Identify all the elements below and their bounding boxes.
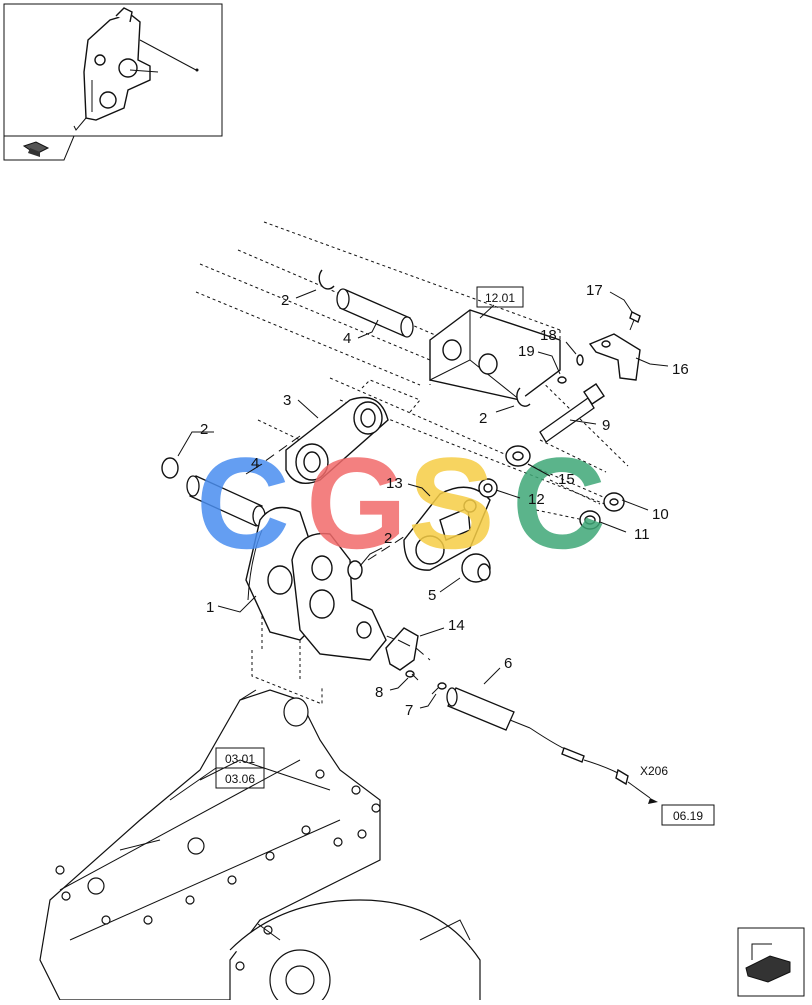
bushing-12[interactable] <box>478 478 498 498</box>
washer-10[interactable] <box>603 492 625 512</box>
washer-15[interactable] <box>505 445 531 467</box>
reference-box-06-19[interactable]: 06.19 <box>661 804 715 826</box>
callout-19[interactable]: 19 <box>518 343 535 360</box>
cover-bracket-16[interactable] <box>588 333 641 381</box>
screw-17[interactable] <box>629 311 641 331</box>
watermark: C G S C <box>196 430 606 576</box>
callout-2[interactable]: 2 <box>384 530 392 547</box>
watermark-letter-c2: C <box>512 430 606 576</box>
screw-7[interactable] <box>431 682 447 695</box>
connector-label: X206 <box>640 764 668 778</box>
frame-bracket <box>429 309 561 401</box>
callout-1[interactable]: 1 <box>206 599 214 616</box>
section-arrow-icon <box>22 141 50 157</box>
callout-7[interactable]: 7 <box>405 702 413 719</box>
reference-06-19-label: 06.19 <box>673 809 703 823</box>
pin-4-upper[interactable] <box>336 288 414 338</box>
callout-2[interactable]: 2 <box>479 410 487 427</box>
callout-4[interactable]: 4 <box>343 330 351 347</box>
watermark-letter-s: S <box>408 430 495 576</box>
link-arm-3[interactable] <box>285 396 389 484</box>
nut-19[interactable] <box>557 376 567 384</box>
callout-18[interactable]: 18 <box>540 327 557 344</box>
nut-11[interactable] <box>579 510 601 530</box>
lift-arm-1[interactable] <box>245 506 387 661</box>
callout-16[interactable]: 16 <box>672 361 689 378</box>
rear-axle-housing <box>39 689 481 1005</box>
callout-3[interactable]: 3 <box>283 392 291 409</box>
callout-13[interactable]: 13 <box>386 475 403 492</box>
callout-17[interactable]: 17 <box>586 282 603 299</box>
circlip-2-left[interactable] <box>161 457 179 479</box>
callout-14[interactable]: 14 <box>448 617 465 634</box>
locator-thumbnail[interactable] <box>3 3 223 161</box>
screw-8[interactable] <box>405 670 419 681</box>
watermark-letter-c1: C <box>196 430 290 576</box>
reference-12-01-label: 12.01 <box>485 291 515 305</box>
callout-12[interactable]: 12 <box>528 491 545 508</box>
callout-15[interactable]: 15 <box>558 471 575 488</box>
callout-9[interactable]: 9 <box>602 417 610 434</box>
reference-box-12-01[interactable]: 12.01 <box>476 286 524 308</box>
thumbnail-machine-image <box>73 7 199 131</box>
watermark-letter-g: G <box>306 430 407 576</box>
callout-5[interactable]: 5 <box>428 587 436 604</box>
washer-18[interactable] <box>576 354 584 366</box>
position-sensor-6[interactable] <box>446 687 658 804</box>
callout-11[interactable]: 11 <box>634 526 650 543</box>
callout-6[interactable]: 6 <box>504 655 512 672</box>
link-13[interactable] <box>403 486 491 571</box>
reference-03-06-label: 03.06 <box>225 772 255 786</box>
callout-2[interactable]: 2 <box>200 421 208 438</box>
circlip-2-center[interactable] <box>347 560 363 580</box>
circlip-2-right[interactable] <box>516 387 531 407</box>
callout-10[interactable]: 10 <box>652 506 669 523</box>
callout-2[interactable]: 2 <box>281 292 289 309</box>
bushing-5[interactable] <box>461 553 491 583</box>
next-page-arrow-icon[interactable] <box>737 927 805 997</box>
reference-03-01-label: 03.01 <box>225 752 255 766</box>
callout-8[interactable]: 8 <box>375 684 383 701</box>
leader-lines <box>169 289 669 801</box>
callouts: 2 4 3 2 4 2 1 2 13 5 12 15 9 10 11 17 18… <box>200 282 689 719</box>
callout-4[interactable]: 4 <box>251 455 259 472</box>
sensor-bracket-14[interactable] <box>385 627 419 671</box>
bolt-9[interactable] <box>539 383 605 443</box>
circlip-2-upper[interactable] <box>318 269 335 290</box>
reference-box-03-06[interactable]: 03.06 <box>215 767 265 789</box>
